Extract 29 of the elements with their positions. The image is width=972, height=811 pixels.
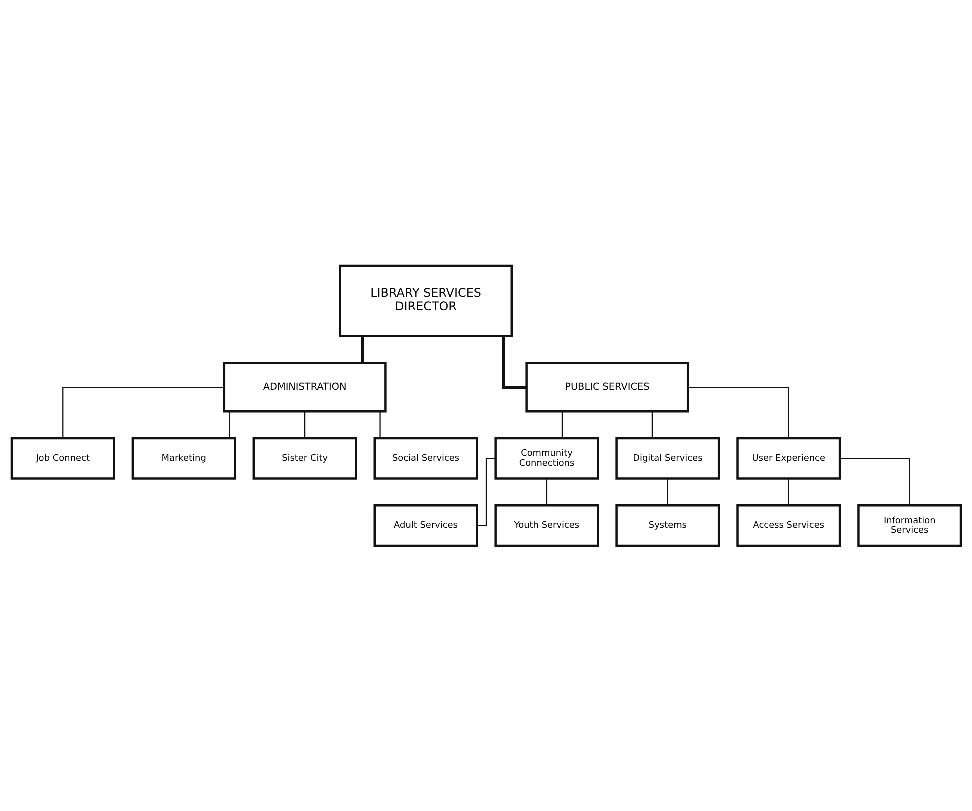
connector bbox=[561, 411, 563, 438]
node-box: User Experience bbox=[736, 436, 841, 480]
connector bbox=[666, 478, 668, 505]
connector bbox=[688, 386, 789, 438]
connector bbox=[62, 386, 224, 438]
node-box: LIBRARY SERVICES DIRECTOR bbox=[338, 264, 512, 337]
node-box: Access Services bbox=[736, 504, 841, 547]
node-box: Marketing bbox=[131, 436, 236, 480]
connector bbox=[476, 458, 496, 526]
node-box: Systems bbox=[615, 504, 720, 547]
node-box: ADMINISTRATION bbox=[222, 361, 386, 412]
connector bbox=[840, 458, 910, 506]
node-box: Youth Services bbox=[494, 504, 599, 547]
connector bbox=[304, 411, 306, 438]
connector bbox=[502, 336, 526, 389]
connector bbox=[788, 478, 789, 505]
node-box: PUBLIC SERVICES bbox=[525, 361, 689, 412]
node-box: Digital Services bbox=[615, 436, 720, 480]
node-box: Sister City bbox=[252, 436, 357, 480]
node-box: Information Services bbox=[857, 504, 962, 547]
connector bbox=[228, 411, 230, 438]
node-box: Social Services bbox=[373, 436, 478, 480]
connector bbox=[546, 478, 548, 505]
connector bbox=[360, 336, 364, 362]
node-box: Community Connections bbox=[494, 436, 599, 480]
connector bbox=[651, 411, 652, 438]
node-box: Adult Services bbox=[373, 504, 478, 547]
connector bbox=[379, 411, 380, 438]
node-box: Job Connect bbox=[10, 436, 115, 480]
